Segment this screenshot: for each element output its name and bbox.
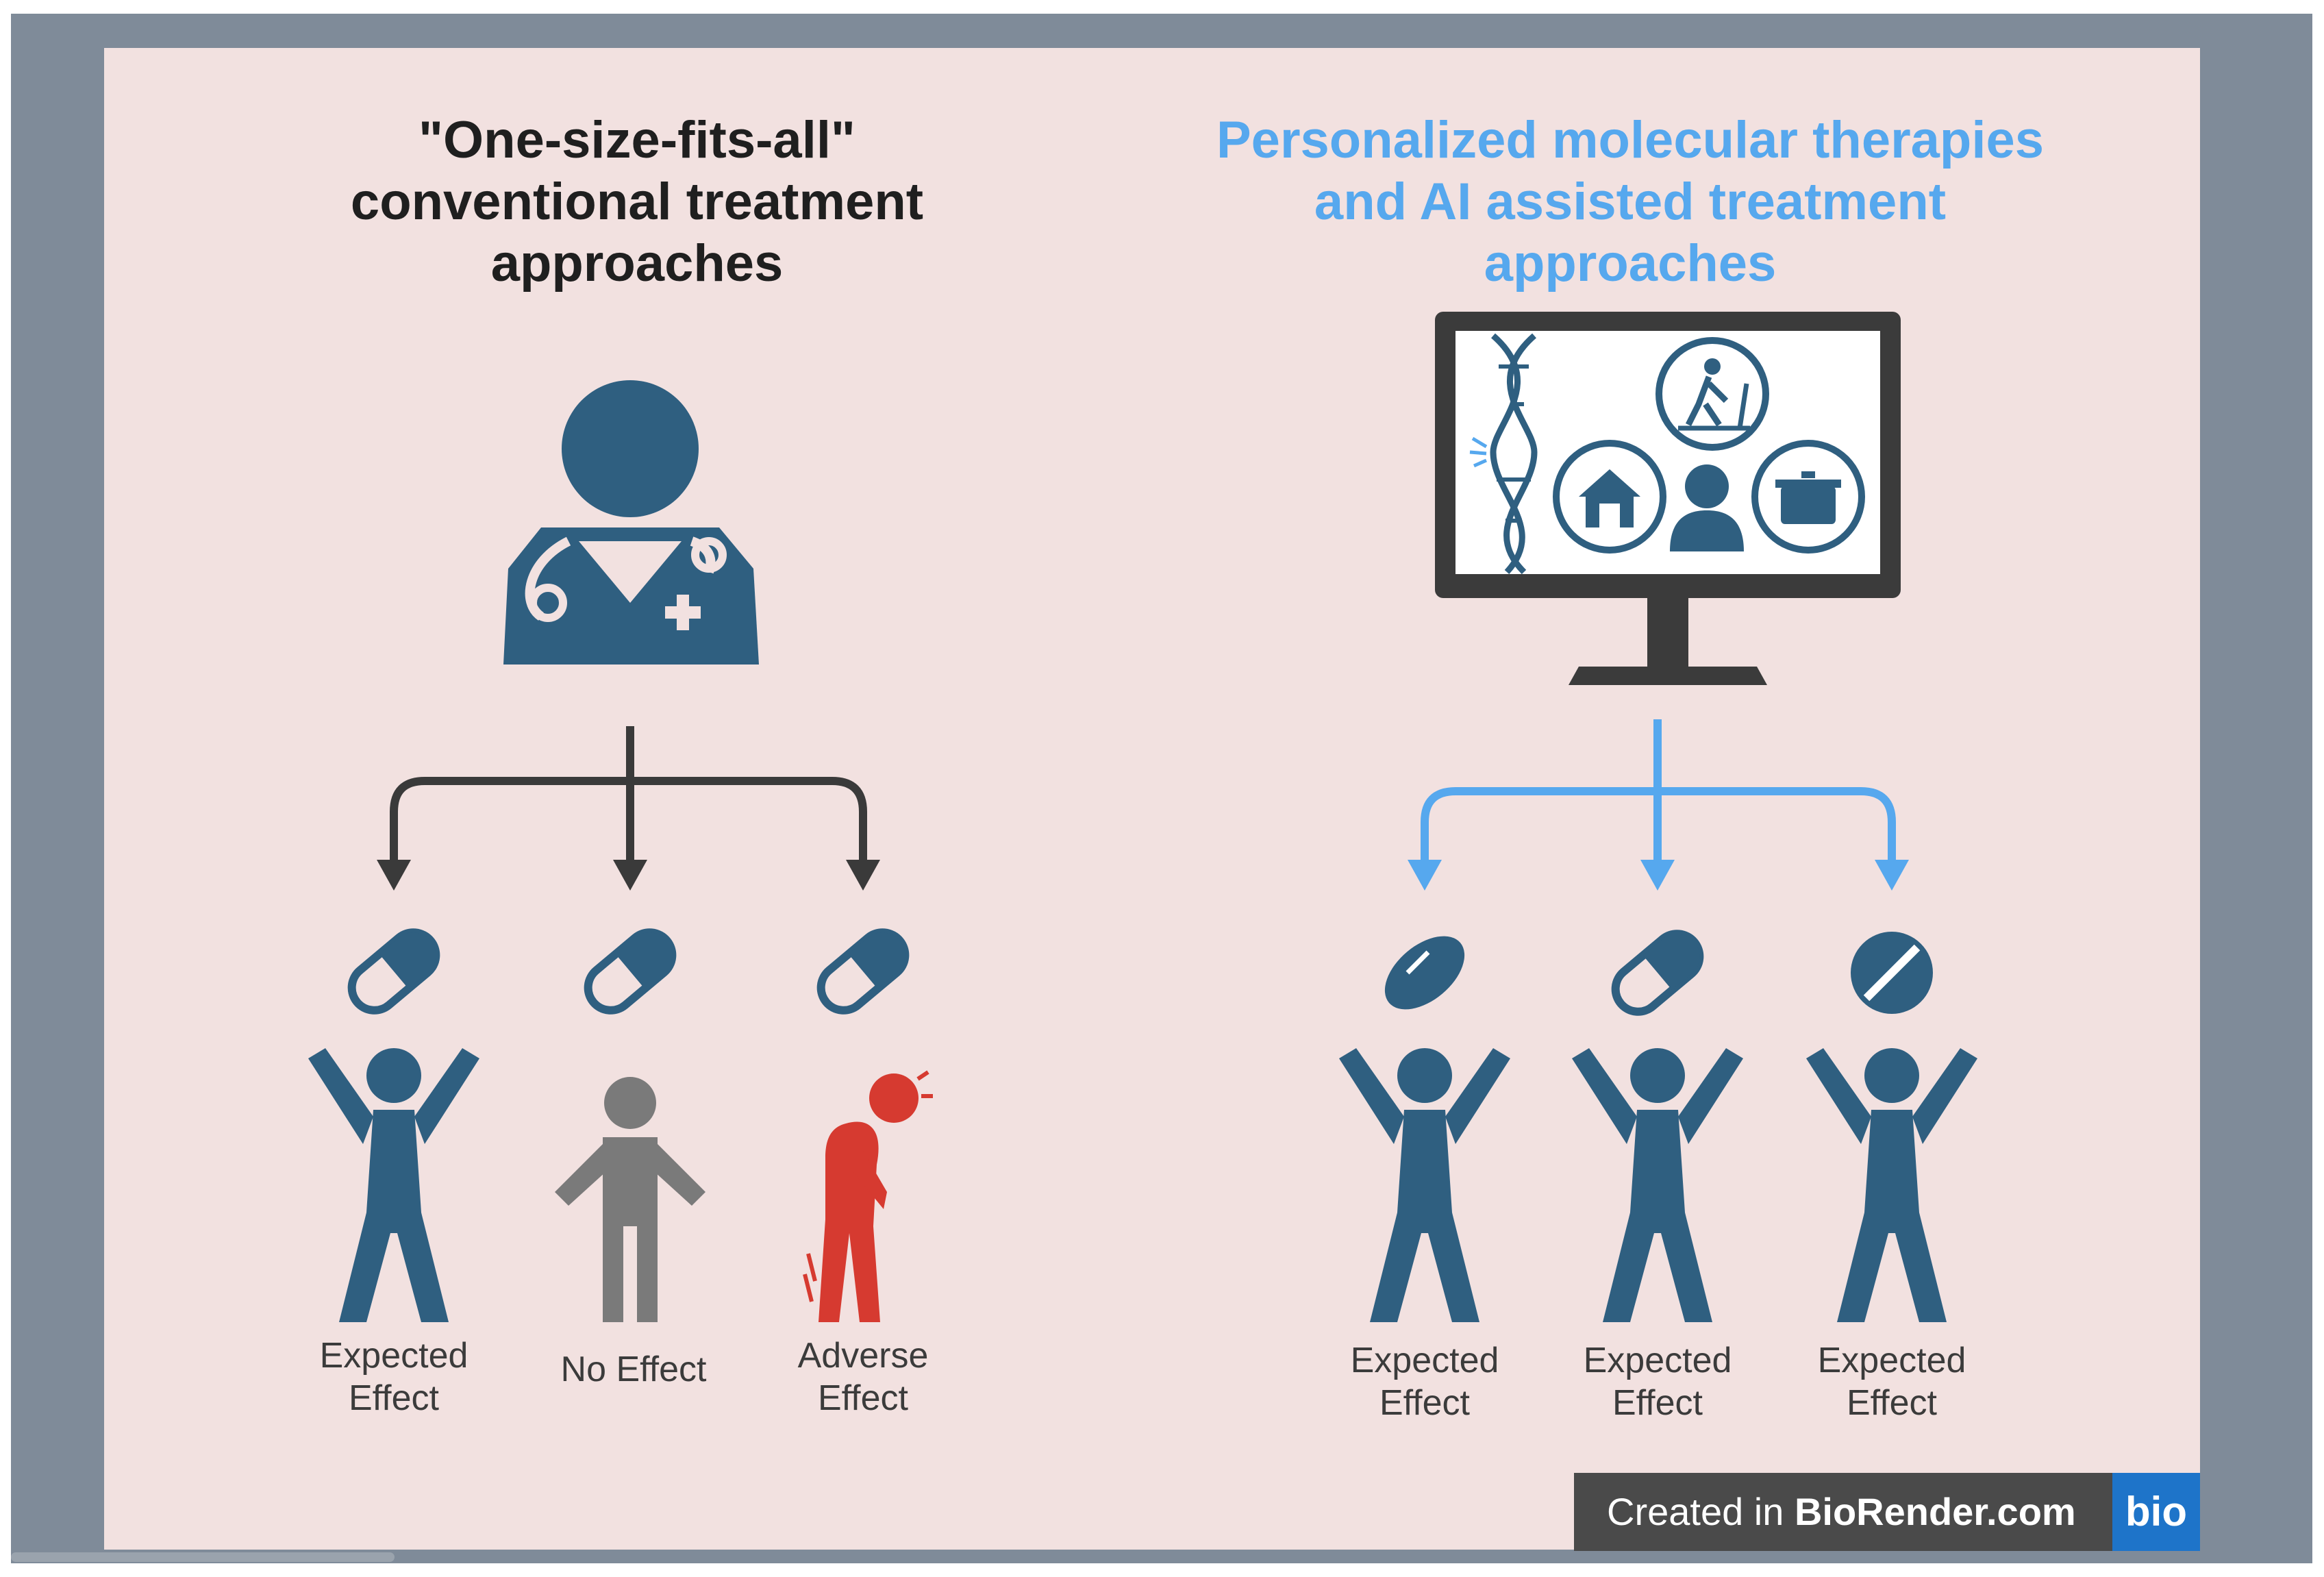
badge-text: Created in BioRender.com (1607, 1473, 2076, 1551)
treadmill-icon (1655, 337, 1769, 451)
doctor-icon (503, 380, 759, 665)
capsule-icon (812, 923, 914, 1020)
happy-person-icon (1572, 1048, 1743, 1322)
left-title: "One-size-fits-all" conventional treatme… (260, 110, 1014, 295)
right-title-line: approaches (1484, 234, 1777, 293)
happy-person-icon (308, 1048, 479, 1322)
outcome-label-line: Effect (348, 1378, 439, 1418)
outcome-label-line: Effect (1612, 1383, 1703, 1423)
left-branch-arrows (390, 726, 867, 870)
left-arrowheads (377, 860, 880, 891)
biorender-logo: bio (2112, 1473, 2200, 1551)
spark-icon (1469, 436, 1488, 468)
happy-person-icon (1806, 1048, 1977, 1322)
right-branch-arrows (1421, 719, 1896, 870)
outcome-label-line: Expected (1350, 1341, 1499, 1380)
right-title-line: Personalized molecular therapies (1216, 111, 2045, 169)
outcome-label: Expected Effect (1555, 1339, 1760, 1424)
outcome-label: Expected Effect (291, 1334, 497, 1419)
capsule-icon (579, 923, 682, 1020)
outcome-label-line: Expected (1817, 1341, 1966, 1380)
outcome-label-line: Expected (1583, 1341, 1732, 1380)
scrollbar[interactable] (11, 1552, 395, 1562)
outcome-label-line: Expected (319, 1336, 468, 1376)
badge-brand: BioRender.com (1794, 1490, 2076, 1533)
oval-tablet-icon (1384, 936, 1465, 1010)
outcome-label-line: Effect (1846, 1383, 1937, 1423)
outcome-label-line: Adverse (797, 1336, 929, 1376)
home-icon (1553, 440, 1666, 554)
outcome-label: Adverse Effect (760, 1334, 966, 1419)
cooking-pot-icon (1751, 440, 1865, 554)
dna-icon (1490, 333, 1538, 575)
outcome-label: Expected Effect (1789, 1339, 1995, 1424)
left-title-line: approaches (490, 234, 784, 293)
right-arrowheads (1408, 860, 1909, 891)
left-title-line: conventional treatment (350, 173, 924, 231)
capsule-icon (1606, 925, 1709, 1021)
left-title-line: "One-size-fits-all" (418, 111, 855, 169)
outcome-label-line: Effect (1379, 1383, 1470, 1423)
biorender-badge[interactable]: Created in BioRender.com bio (1574, 1473, 2200, 1551)
neutral-person-icon (555, 1077, 705, 1322)
sick-person-icon (803, 1070, 933, 1322)
outcome-label-line: No Effect (560, 1350, 707, 1389)
round-tablet-icon (1851, 932, 1933, 1014)
right-title-line: and AI assisted treatment (1314, 173, 1947, 231)
user-icon (1670, 464, 1744, 551)
badge-prefix: Created in (1607, 1490, 1795, 1533)
outcome-label-line: Effect (817, 1378, 908, 1418)
outcome-label: No Effect (531, 1348, 736, 1391)
happy-person-icon (1339, 1048, 1510, 1322)
right-title: Personalized molecular therapies and AI … (1151, 110, 2110, 295)
capsule-icon (342, 923, 445, 1020)
outcome-label: Expected Effect (1322, 1339, 1527, 1424)
